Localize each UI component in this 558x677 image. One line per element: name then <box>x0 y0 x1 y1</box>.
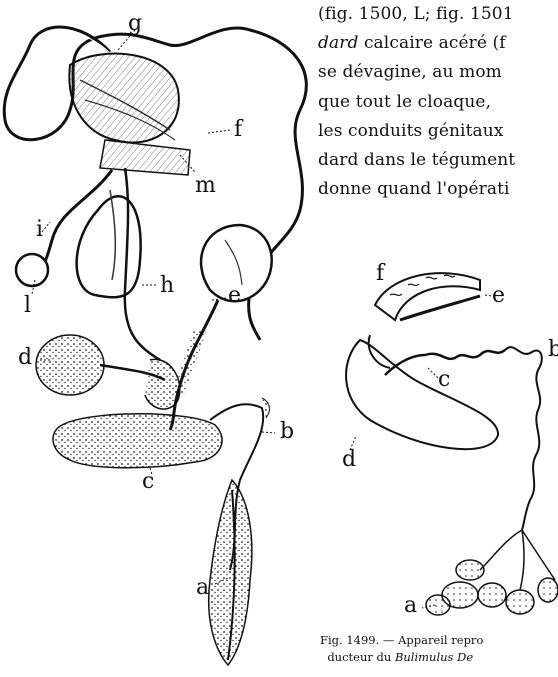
ovotestis-a <box>426 530 558 615</box>
label-e: e <box>228 283 241 308</box>
label-f: f <box>376 261 386 286</box>
label-m: m <box>195 173 216 198</box>
sac-h <box>77 196 141 297</box>
label-c: c <box>438 367 450 392</box>
label-d: d <box>18 345 32 370</box>
label-i: i <box>36 217 43 242</box>
gland-c <box>53 414 222 468</box>
muscle-band-m <box>100 140 190 175</box>
label-h: h <box>160 273 174 298</box>
caption-line-1: Fig. 1499. — Appareil repro <box>320 632 558 649</box>
text-line-4: que tout le cloaque, <box>318 88 558 117</box>
label-b: b <box>280 419 294 444</box>
text-line-5: les conduits génitaux <box>318 117 558 146</box>
label-c: c <box>142 469 154 494</box>
label-a: a <box>196 575 209 600</box>
figure-caption: Fig. 1499. — Appareil repro ducteur du B… <box>320 632 558 666</box>
label-b: b <box>548 337 558 362</box>
label-a: a <box>404 593 417 618</box>
text-line-6: dard dans le tégument <box>318 146 558 175</box>
vesicle-l <box>16 254 48 286</box>
gland-f <box>375 273 480 320</box>
reproductive-apparatus-figure-left: g f m i l h e d b c a <box>0 0 320 677</box>
label-e: e <box>492 283 505 308</box>
gland-g <box>69 54 179 143</box>
text-line-1: (fig. 1500, L; fig. 1501 <box>318 0 558 29</box>
gland-d <box>36 335 104 395</box>
caption-line-2: ducteur du Bulimulus De <box>320 649 558 666</box>
body-paragraph: (fig. 1500, L; fig. 1501 dard calcaire a… <box>318 0 558 204</box>
label-l: l <box>24 293 31 318</box>
label-f: f <box>234 117 244 142</box>
text-line-2: dard calcaire acéré (f <box>318 29 558 58</box>
reproductive-apparatus-figure-right: f e b c d a <box>320 250 558 630</box>
duct-e <box>400 296 480 320</box>
text-line-7: donne quand l'opérati <box>318 175 558 204</box>
label-g: g <box>128 11 142 36</box>
text-line-3: se dévagine, au mom <box>318 58 558 87</box>
label-d: d <box>342 447 356 472</box>
text-line-2-rest: calcaire acéré (f <box>358 33 505 53</box>
italic-term-dard: dard <box>318 33 358 53</box>
convoluted-duct-b <box>505 347 542 530</box>
caption-line-2-prefix: ducteur du <box>327 650 395 664</box>
caption-species-italic: Bulimulus De <box>395 650 473 664</box>
